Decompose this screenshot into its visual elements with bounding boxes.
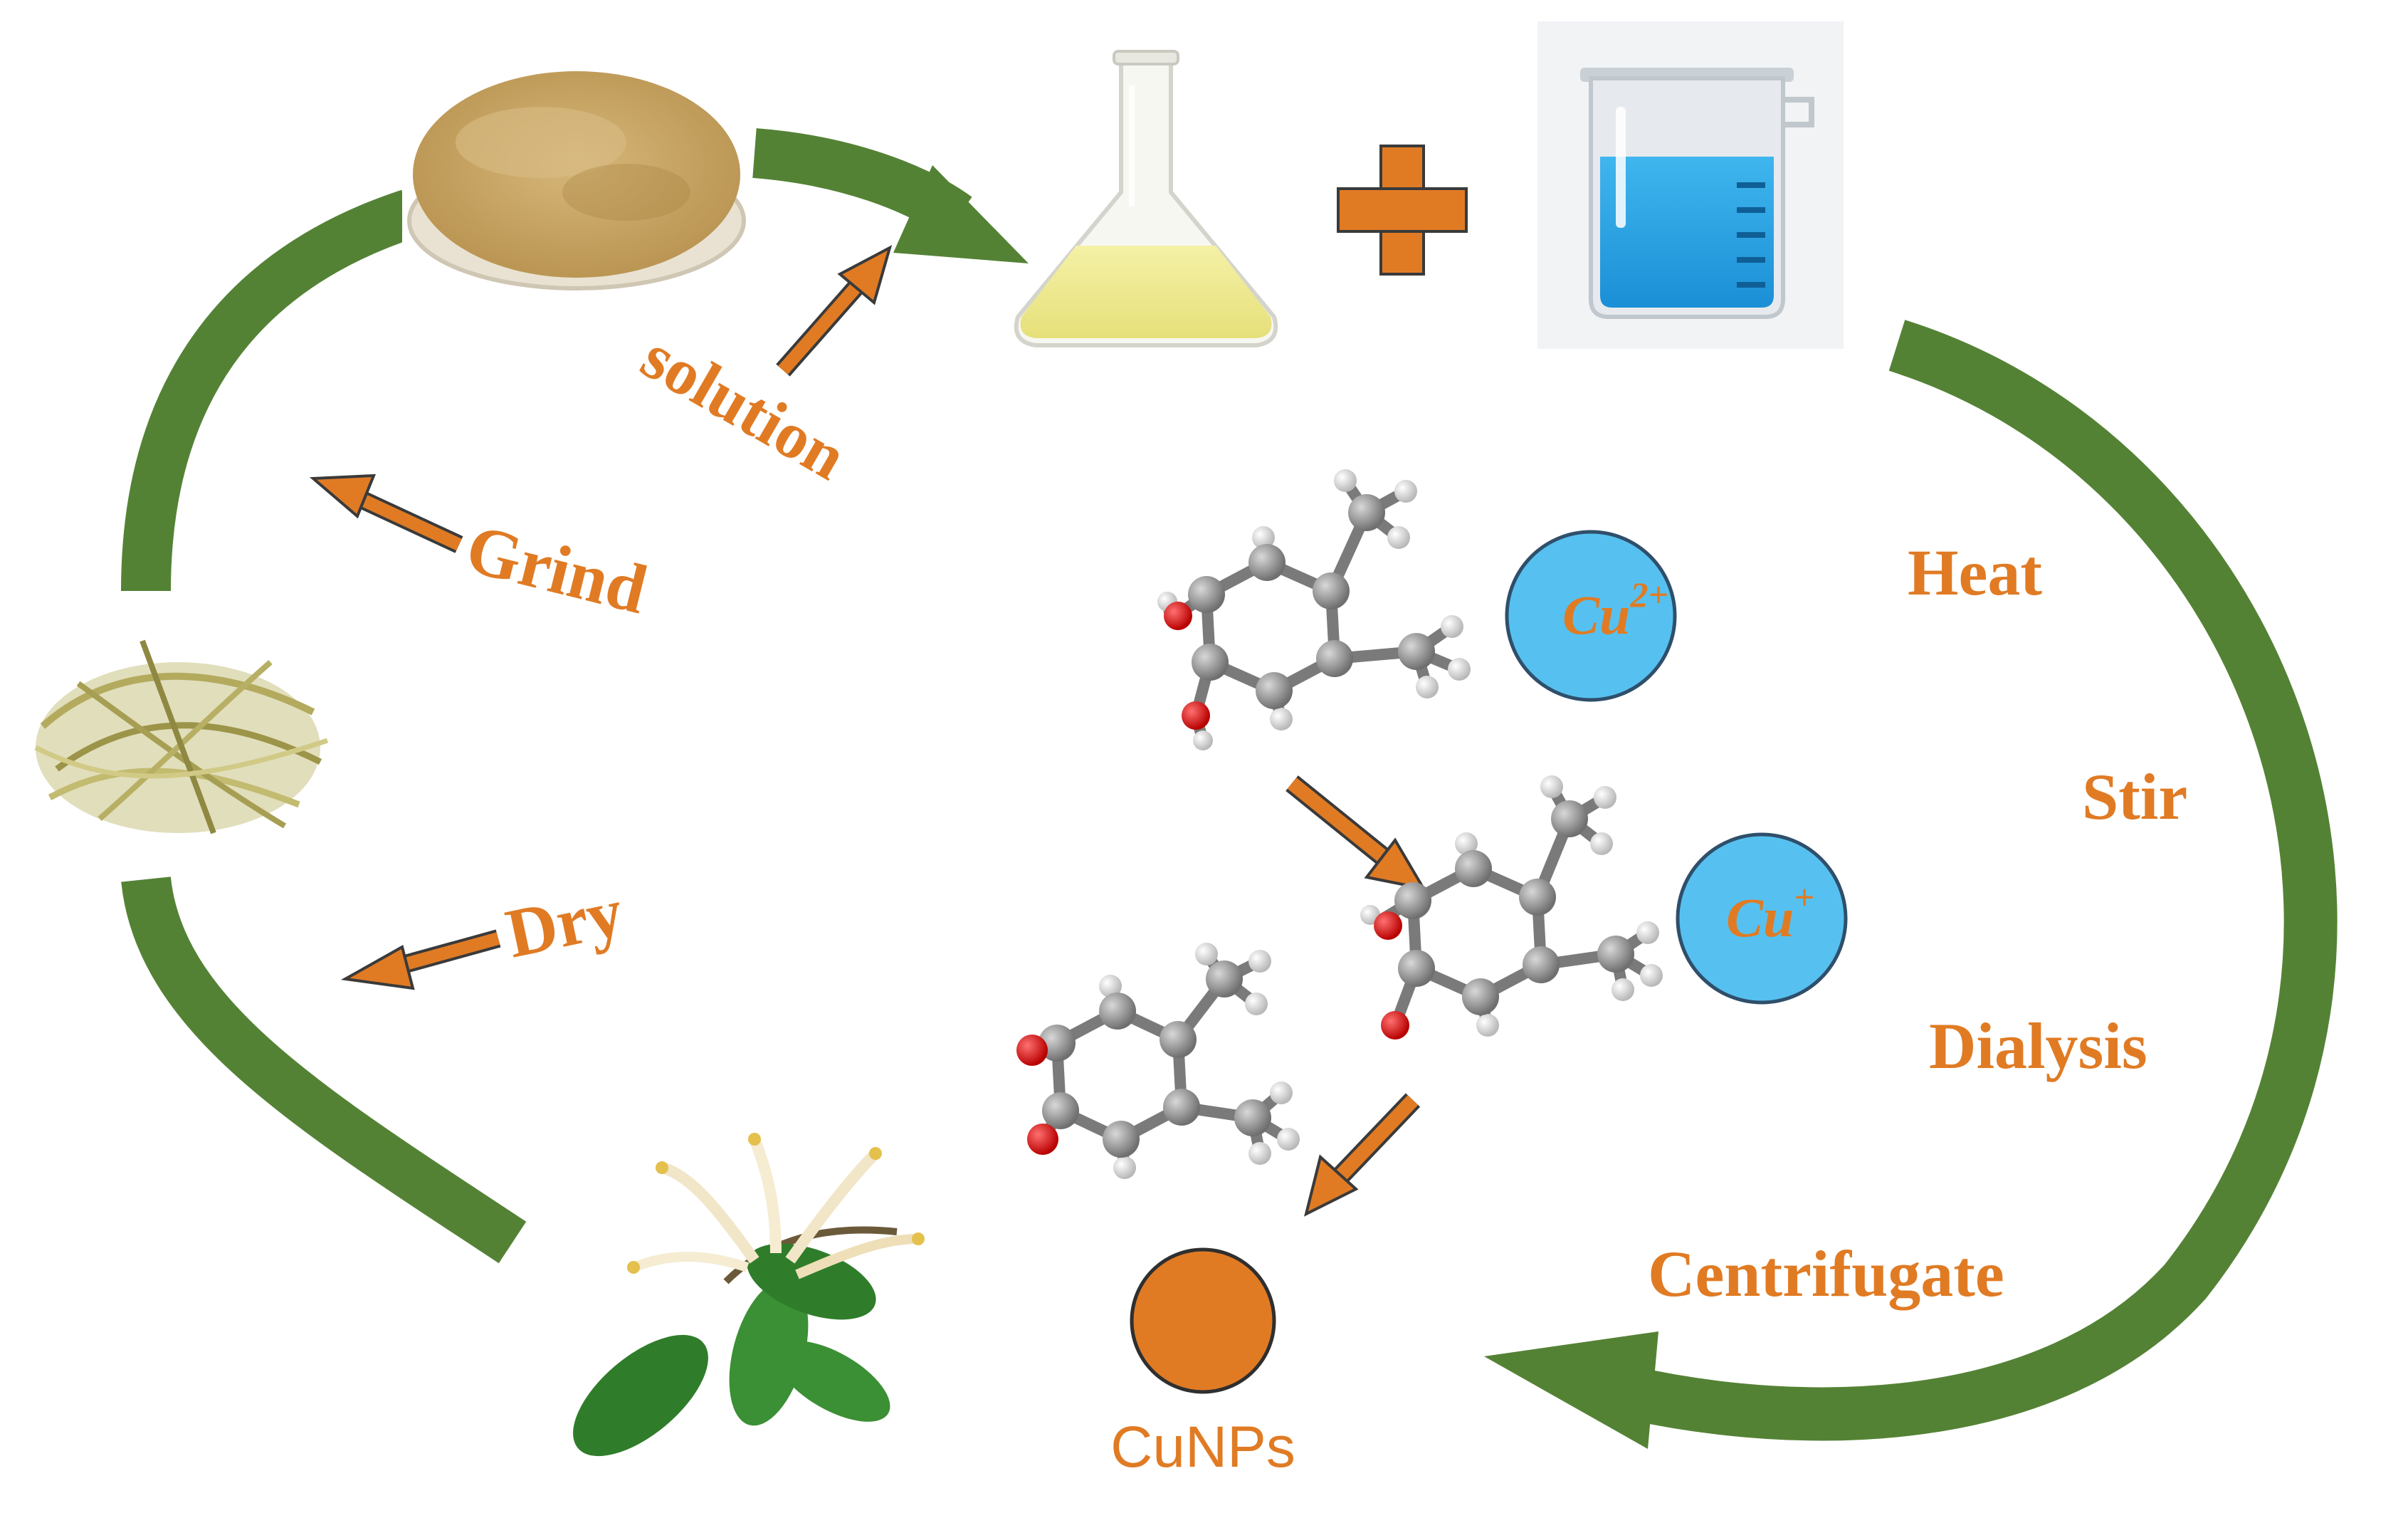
arrow-dry <box>340 929 501 990</box>
molecule-quinone <box>1016 943 1300 1179</box>
label-stir: Stir <box>2082 760 2187 833</box>
cycle-arrowhead-top <box>893 165 1029 263</box>
left-cycle-arrow <box>121 128 1029 1264</box>
right-cycle-arrow <box>1484 320 2338 1449</box>
label-heat: Heat <box>1908 536 2042 609</box>
erlenmeyer-flask-icon <box>1014 50 1278 347</box>
label-dry: Dry <box>500 874 629 973</box>
copper-nanoparticle <box>1130 1247 1276 1394</box>
cu1-label: Cu+ <box>1726 877 1814 948</box>
label-grind: Grind <box>459 511 654 629</box>
label-centrifugate: Centrifugate <box>1648 1237 2004 1310</box>
label-dialysis: Dialysis <box>1929 1010 2147 1082</box>
cu2-label: Cu2+ <box>1562 575 1668 646</box>
arrow-grind <box>309 473 463 553</box>
arrow-reaction-2 <box>1304 1093 1421 1217</box>
beaker-graduations <box>1737 182 1765 288</box>
water-beaker-icon <box>1537 21 1844 349</box>
dried-herb-pile <box>34 639 329 834</box>
arrow-solution <box>776 245 893 377</box>
label-solution: solution <box>630 320 858 493</box>
arrow-reaction-1 <box>1286 775 1426 891</box>
molecule-intermediate <box>1360 775 1663 1040</box>
cycle-arrowhead-bottom <box>1484 1331 1658 1449</box>
molecule-reactant <box>1157 469 1471 750</box>
honeysuckle-flower <box>573 1133 925 1457</box>
plus-icon <box>1337 145 1468 276</box>
herbal-powder-dish <box>402 61 751 306</box>
cu2-ion: Cu2+ <box>1505 530 1677 702</box>
cunps-label: CuNPs <box>1110 1415 1295 1480</box>
cu1-ion: Cu+ <box>1676 832 1848 1005</box>
